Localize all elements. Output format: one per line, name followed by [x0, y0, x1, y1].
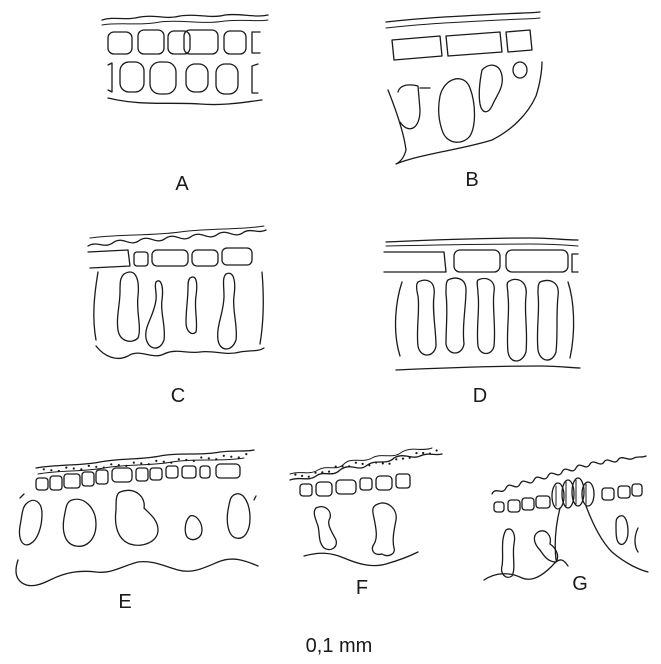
panel-f-cuticle-inner — [290, 448, 432, 474]
panel-e-cuticle-dot — [50, 469, 52, 471]
panel-c-epidermis-cells — [88, 248, 252, 268]
panel-e-cuticle-dot — [125, 465, 127, 467]
panel-e-cuticle-dot — [155, 460, 157, 462]
panel-e-cuticle-dot — [103, 467, 105, 469]
panel-f-cuticle-dots — [294, 449, 437, 477]
panel-e-cuticle-dot — [230, 456, 232, 458]
panel-g-mesophyll-cells — [502, 516, 638, 578]
panel-label-d: D — [473, 385, 487, 407]
panel-c-cuticle-inner — [90, 226, 264, 238]
panel-label-g: G — [572, 573, 588, 595]
panel-f-cuticle-dot — [409, 457, 411, 459]
panel-e-cuticle-dot — [185, 459, 187, 461]
panel-e-cuticle-dot — [118, 464, 120, 466]
panel-f-cuticle-dot — [375, 461, 377, 463]
panel-label-e: E — [118, 591, 131, 613]
panel-e-cuticle-dot — [58, 470, 60, 472]
panel-e-cuticle-dot — [43, 468, 45, 470]
panel-e-cuticle-dot — [163, 461, 165, 463]
panel-e-cuticle-dot — [65, 467, 67, 469]
panel-f-cuticle-dot — [321, 471, 323, 473]
panel-f-cuticle-dot — [382, 462, 384, 464]
panel-f-cuticle-dot — [429, 453, 431, 455]
panel-e-cuticle-dot — [223, 455, 225, 457]
panel-g-lower-boundary — [484, 560, 568, 580]
scale-bar-label: 0,1 mm — [306, 635, 373, 657]
panel-e-cuticle-dot — [88, 465, 90, 467]
panel-d-palisade-cells — [396, 278, 574, 361]
panel-e-cuticle-dot — [110, 463, 112, 465]
panel-f-cuticle-dot — [436, 449, 438, 451]
panel-f-lower-boundary — [304, 552, 418, 566]
panel-b-epidermis-cells — [392, 30, 532, 60]
panel-f-drawing — [290, 448, 442, 566]
panel-e-cuticle-dot — [200, 456, 202, 458]
panel-f-cuticle-dot — [388, 463, 390, 465]
panel-g-drawing — [484, 456, 648, 580]
panel-label-a: A — [175, 173, 189, 195]
panel-d-cuticle-inner — [386, 244, 578, 246]
panel-e-cuticle-dot — [140, 462, 142, 464]
panel-f-cuticle-dot — [328, 471, 330, 473]
panel-a-cuticle-inner — [102, 20, 268, 25]
panel-e-cuticle-dot — [95, 466, 97, 468]
panel-e-cuticle-dot — [245, 453, 247, 455]
panel-f-cuticle-dot — [355, 462, 357, 464]
panel-e-cuticle-dot — [148, 463, 150, 465]
panel-label-c: C — [171, 385, 185, 407]
panel-d-drawing — [384, 238, 580, 370]
panel-g-cuticle — [492, 456, 646, 494]
panel-e-mesophyll-cells — [19, 490, 256, 546]
panel-f-epidermis-cells — [300, 474, 410, 496]
panel-e-cuticle-inner — [38, 458, 244, 474]
panel-e-drawing — [16, 450, 258, 586]
panel-f-cuticle-dot — [368, 464, 370, 466]
panel-label-f: F — [356, 577, 368, 599]
panel-f-cuticle-dot — [362, 463, 364, 465]
panel-g-substomatal-cavity — [555, 506, 648, 572]
panel-c-lower-boundary — [96, 346, 264, 358]
panel-b-cuticle — [386, 12, 540, 22]
panel-f-cuticle-dot — [301, 475, 303, 477]
panel-f-mesophyll-cells — [314, 503, 396, 556]
panel-f-cuticle-dot — [314, 472, 316, 474]
panel-e-cuticle-dot — [73, 467, 75, 469]
panel-f-cuticle-dot — [422, 452, 424, 454]
panel-a-cuticle — [102, 15, 268, 20]
panel-e-cuticle — [36, 450, 254, 468]
panel-e-cuticle-dot — [170, 462, 172, 464]
panel-e-lower-boundary — [16, 559, 258, 586]
panel-g-stomata-guard-cells — [552, 478, 594, 509]
panel-e-cuticle-dot — [133, 462, 135, 464]
panel-a-palisade-cells — [108, 62, 258, 94]
panel-d-cuticle — [386, 238, 578, 242]
panel-e-cuticle-dots — [43, 453, 248, 472]
panel-f-cuticle-dot — [294, 474, 296, 476]
panel-e-cuticle-dot — [215, 458, 217, 460]
panel-a-drawing — [102, 15, 268, 105]
panel-e-cuticle-dot — [208, 457, 210, 459]
panel-c-palisade-cells — [94, 272, 263, 349]
panel-f-cuticle-dot — [415, 452, 417, 454]
panel-e-cuticle-dot — [178, 458, 180, 460]
panel-f-cuticle-dot — [395, 458, 397, 460]
panel-a-epidermis-cells — [108, 30, 260, 54]
panel-label-b: B — [465, 169, 478, 191]
panel-f-cuticle-dot — [402, 458, 404, 460]
panel-a-lower-boundary — [108, 98, 262, 105]
panel-c-drawing — [88, 226, 266, 358]
panel-e-cuticle-dot — [80, 468, 82, 470]
panel-d-epidermis-cells — [384, 250, 578, 272]
panel-f-cuticle-dot — [335, 466, 337, 468]
panel-f-cuticle-dot — [341, 465, 343, 467]
panel-e-cuticle-dot — [238, 456, 240, 458]
panel-b-drawing — [386, 12, 542, 164]
panel-f-cuticle — [290, 454, 442, 480]
panel-f-cuticle-dot — [348, 465, 350, 467]
panel-e-cuticle-dot — [193, 460, 195, 462]
panel-d-lower-boundary — [396, 366, 580, 370]
panel-f-cuticle-dot — [308, 476, 310, 478]
